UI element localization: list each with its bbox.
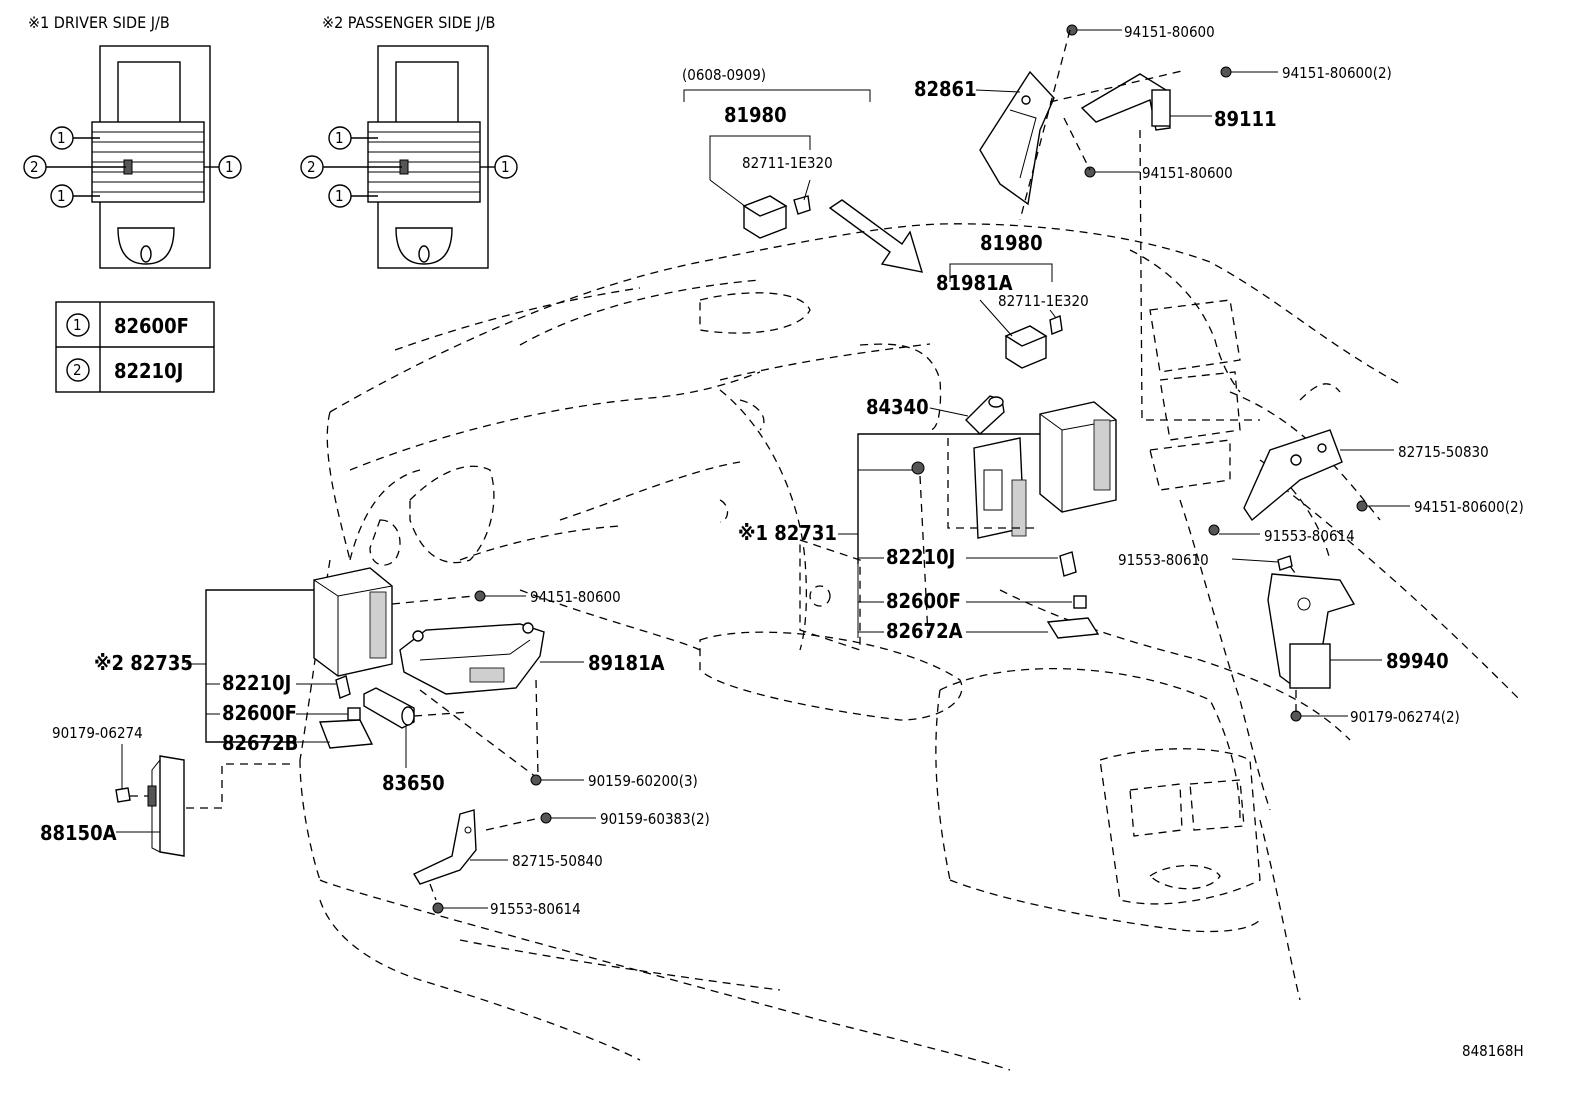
svg-text:2: 2	[30, 158, 39, 176]
label-82600F-center: 82600F	[886, 589, 961, 613]
label-84340: 84340	[866, 395, 929, 419]
label-89940: 89940	[1386, 649, 1449, 673]
sensor-84340	[965, 395, 1005, 435]
sensor-83650	[363, 687, 415, 729]
label-94151-d: 94151-80600(2)	[1414, 498, 1524, 516]
sensor-88150A	[147, 755, 185, 857]
label-82861: 82861	[914, 77, 977, 101]
label-94151-b: 94151-80600(2)	[1282, 64, 1392, 82]
label-82672B: 82672B	[222, 731, 298, 755]
passenger-jb-title: ※2 PASSENGER SIDE J/B	[322, 13, 495, 32]
legend-mark-2: 2	[73, 361, 82, 379]
bracket-82861	[979, 70, 1055, 206]
label-82715-50830: 82715-50830	[1398, 443, 1489, 461]
svg-text:2: 2	[307, 158, 316, 176]
label-91553-80610: 91553-80610	[1118, 551, 1209, 569]
junction-block-82731	[973, 401, 1117, 539]
label-83650: 83650	[382, 771, 445, 795]
label-90179-left: 90179-06274	[52, 724, 143, 742]
driver-jb-title: ※1 DRIVER SIDE J/B	[28, 13, 170, 32]
junction-block-82735	[313, 567, 486, 677]
svg-text:1: 1	[57, 187, 66, 205]
driver-jb-drawing	[91, 45, 211, 269]
bracket-82715-50840	[413, 809, 477, 885]
svg-text:1: 1	[57, 129, 66, 147]
label-81981A: 81981A	[936, 271, 1013, 295]
label-82711-top: 82711-1E320	[742, 154, 833, 172]
date-range: (0608-0909)	[682, 66, 766, 84]
label-91553-80614-right: 91553-80614	[1264, 527, 1355, 545]
passenger-jb-drawing	[367, 45, 489, 269]
label-82731: ※1 82731	[738, 521, 837, 545]
relay-81980-top	[742, 195, 811, 239]
driver-jb-callouts: 1 2 1 1	[23, 126, 242, 208]
label-89181A: 89181A	[588, 651, 665, 675]
direction-arrow	[828, 199, 924, 273]
label-81980-top: 81980	[724, 103, 787, 127]
label-82210J-left: 82210J	[222, 671, 291, 695]
label-81980-mid: 81980	[980, 231, 1043, 255]
label-94151-e: 94151-80600	[530, 588, 621, 606]
label-90159-60383: 90159-60383(2)	[600, 810, 710, 828]
label-82600F-left: 82600F	[222, 701, 297, 725]
passenger-jb-callouts: 1 2 1 1	[300, 126, 518, 208]
label-89111: 89111	[1214, 107, 1277, 131]
svg-text:1: 1	[501, 158, 510, 176]
label-82711-mid: 82711-1E320	[998, 292, 1089, 310]
label-94151-a: 94151-80600	[1124, 23, 1215, 41]
diagram-id: 848168H	[1462, 1042, 1524, 1060]
label-90159-60200: 90159-60200(3)	[588, 772, 698, 790]
label-90179-right: 90179-06274(2)	[1350, 708, 1460, 726]
ecu-89111	[1080, 73, 1171, 131]
label-82715-50840: 82715-50840	[512, 852, 603, 870]
legend-mark-1: 1	[73, 316, 82, 334]
bracket-82715-50830	[1243, 429, 1343, 522]
label-82210J-center: 82210J	[886, 545, 955, 569]
legend-part-1: 82600F	[114, 314, 189, 338]
relay-81981A	[1004, 315, 1063, 369]
ecu-89181A	[399, 622, 545, 695]
legend-part-2: 82210J	[114, 359, 183, 383]
label-82672A: 82672A	[886, 619, 963, 643]
svg-text:1: 1	[335, 129, 344, 147]
module-89940	[1267, 573, 1356, 689]
legend-table: 1 82600F 2 82210J	[55, 301, 215, 393]
svg-text:1: 1	[335, 187, 344, 205]
label-91553-80614-bottom: 91553-80614	[490, 900, 581, 918]
svg-text:1: 1	[225, 158, 234, 176]
label-88150A: 88150A	[40, 821, 117, 845]
label-94151-c: 94151-80600	[1142, 164, 1233, 182]
label-82735: ※2 82735	[94, 651, 193, 675]
dashboard-outline	[299, 223, 1521, 1071]
